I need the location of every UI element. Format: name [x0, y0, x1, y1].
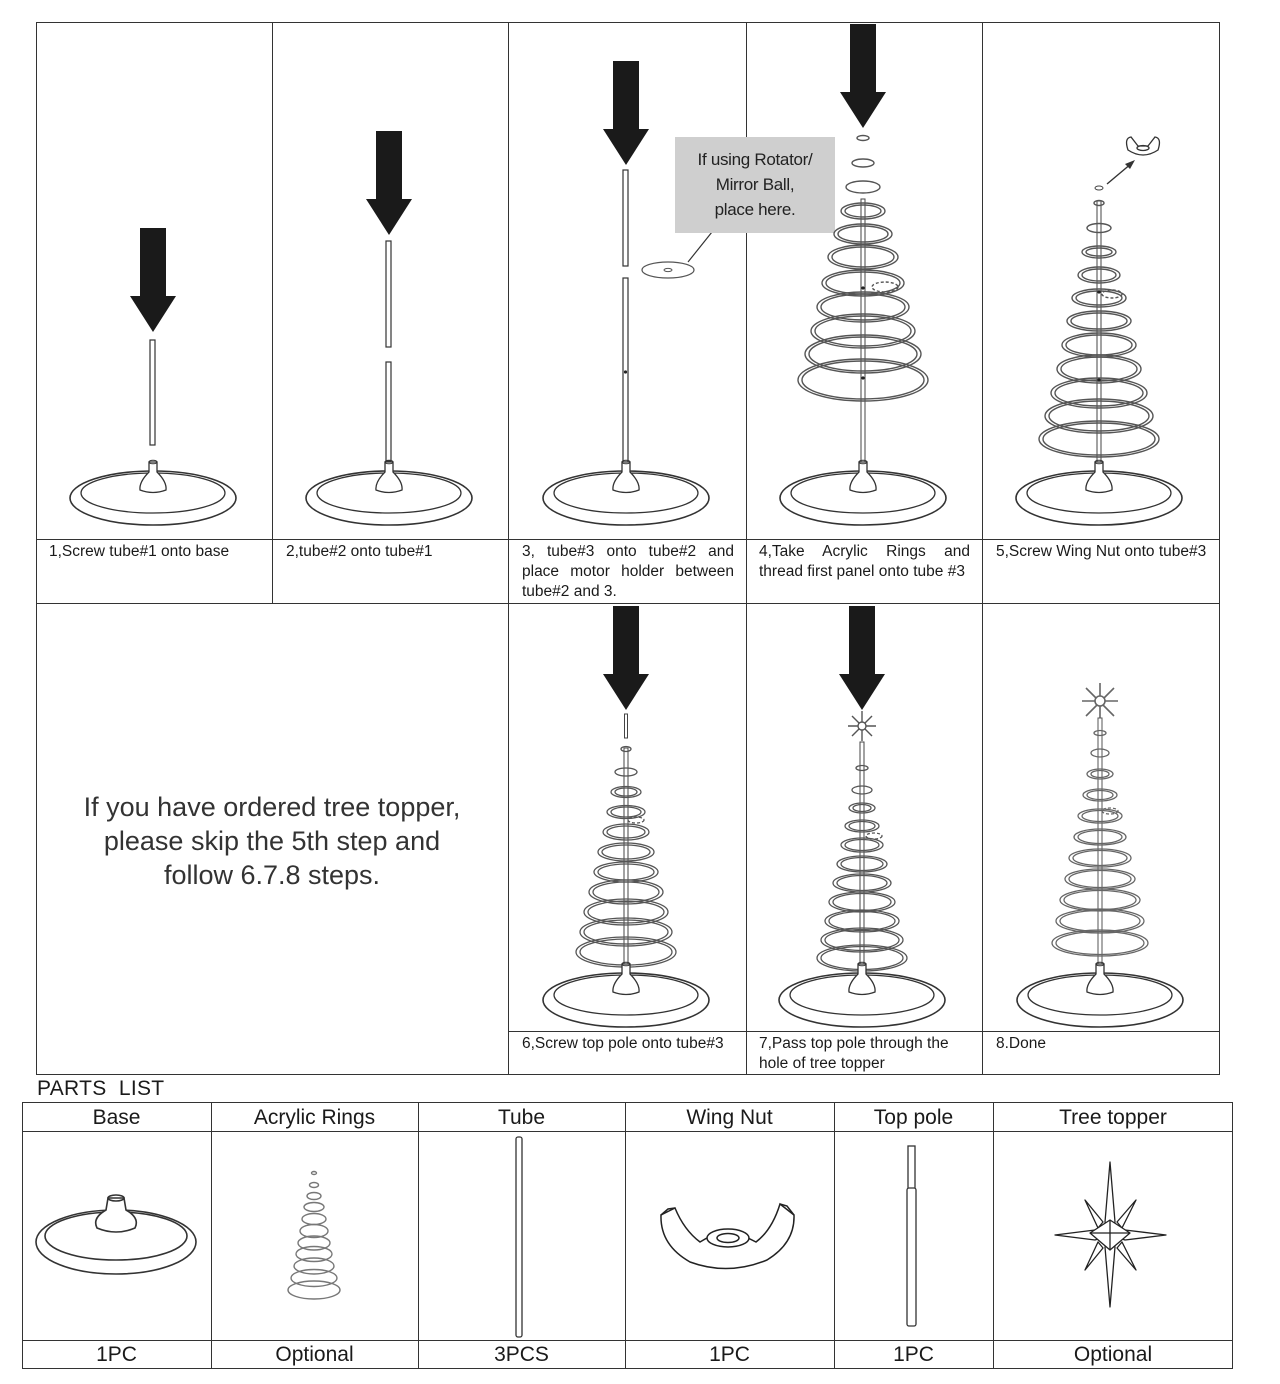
part-qty-base: 1PC	[96, 1343, 137, 1366]
grid-divider	[508, 22, 509, 1075]
step-7-drawing	[778, 606, 946, 1028]
motor-holder-icon	[641, 261, 695, 279]
tube-icon	[515, 1136, 523, 1338]
part-name-base: Base	[92, 1106, 141, 1129]
grid-divider	[746, 22, 747, 1075]
top-pole-icon	[906, 1145, 917, 1327]
table-divider	[834, 1102, 835, 1369]
step-7-caption: 7,Pass top pole through the hole of tree…	[759, 1035, 949, 1072]
step-2-caption: 2,tube#2 onto tube#1	[286, 543, 433, 560]
step-3-drawing	[542, 61, 713, 526]
note-text: If you have ordered tree topper,	[83, 792, 461, 822]
step-6-drawing	[542, 606, 710, 1028]
step-4-drawing	[779, 24, 947, 526]
wing-nut-icon	[660, 1202, 795, 1270]
part-name-wing-nut: Wing Nut	[686, 1106, 773, 1129]
step-2-drawing	[305, 131, 473, 526]
step-1-caption: 1,Screw tube#1 onto base	[49, 543, 230, 560]
table-divider	[625, 1102, 626, 1369]
table-divider	[22, 1340, 1233, 1341]
table-divider	[418, 1102, 419, 1369]
tree-topper-icon	[1082, 683, 1118, 720]
tree-topper-icon	[1054, 1161, 1167, 1308]
instructions-grid	[36, 22, 1220, 1075]
part-name-top-pole: Top pole	[873, 1106, 954, 1129]
acrylic-rings-icon	[575, 745, 677, 968]
base-icon	[35, 1194, 197, 1275]
step-5-caption: 5,Screw Wing Nut onto tube#3	[996, 543, 1207, 560]
step-3-caption: 3, tube#3 onto tube#2 and place motor ho…	[522, 543, 734, 600]
callout-text: If using Rotator/	[697, 150, 813, 169]
step-6-caption: 6,Screw top pole onto tube#3	[522, 1035, 724, 1052]
step-1-drawing	[69, 228, 237, 526]
grid-divider	[272, 22, 273, 604]
grid-divider	[508, 1031, 1220, 1032]
wing-nut-icon	[1125, 136, 1161, 156]
part-qty-tube: 3PCS	[494, 1343, 549, 1366]
part-name-tree-topper: Tree topper	[1059, 1106, 1167, 1129]
table-divider	[993, 1102, 994, 1369]
acrylic-rings-icon	[1051, 729, 1149, 957]
tree-topper-note: If you have ordered tree topper, please …	[36, 790, 508, 892]
part-qty-acrylic-rings: Optional	[275, 1343, 354, 1366]
parts-list-title: PARTS LIST	[37, 1077, 165, 1100]
table-divider	[22, 1131, 1233, 1132]
part-qty-wing-nut: 1PC	[709, 1343, 750, 1366]
acrylic-rings-icon	[797, 134, 929, 402]
rotator-callout: If using Rotator/ Mirror Ball, place her…	[675, 137, 835, 233]
note-text: please skip the 5th step and	[103, 826, 441, 856]
parts-table	[22, 1102, 1233, 1369]
grid-divider	[36, 603, 1220, 604]
part-qty-top-pole: 1PC	[893, 1343, 934, 1366]
step-4-caption: 4,Take Acrylic Rings and thread first pa…	[759, 543, 970, 580]
callout-text: place here.	[714, 200, 796, 219]
tree-topper-icon	[848, 711, 876, 741]
part-name-acrylic-rings: Acrylic Rings	[253, 1106, 376, 1129]
table-divider	[211, 1102, 212, 1369]
step-8-caption: 8.Done	[996, 1035, 1046, 1052]
callout-text: Mirror Ball,	[715, 175, 795, 194]
acrylic-rings-icon	[1038, 199, 1160, 458]
part-name-tube: Tube	[497, 1106, 546, 1129]
grid-divider	[36, 539, 1220, 540]
note-text: follow 6.7.8 steps.	[163, 860, 381, 890]
part-qty-tree-topper: Optional	[1073, 1343, 1153, 1366]
step-8-drawing	[1016, 683, 1184, 1028]
acrylic-rings-icon	[287, 1170, 341, 1300]
step-5-drawing	[1015, 136, 1183, 526]
grid-divider	[982, 22, 983, 1075]
